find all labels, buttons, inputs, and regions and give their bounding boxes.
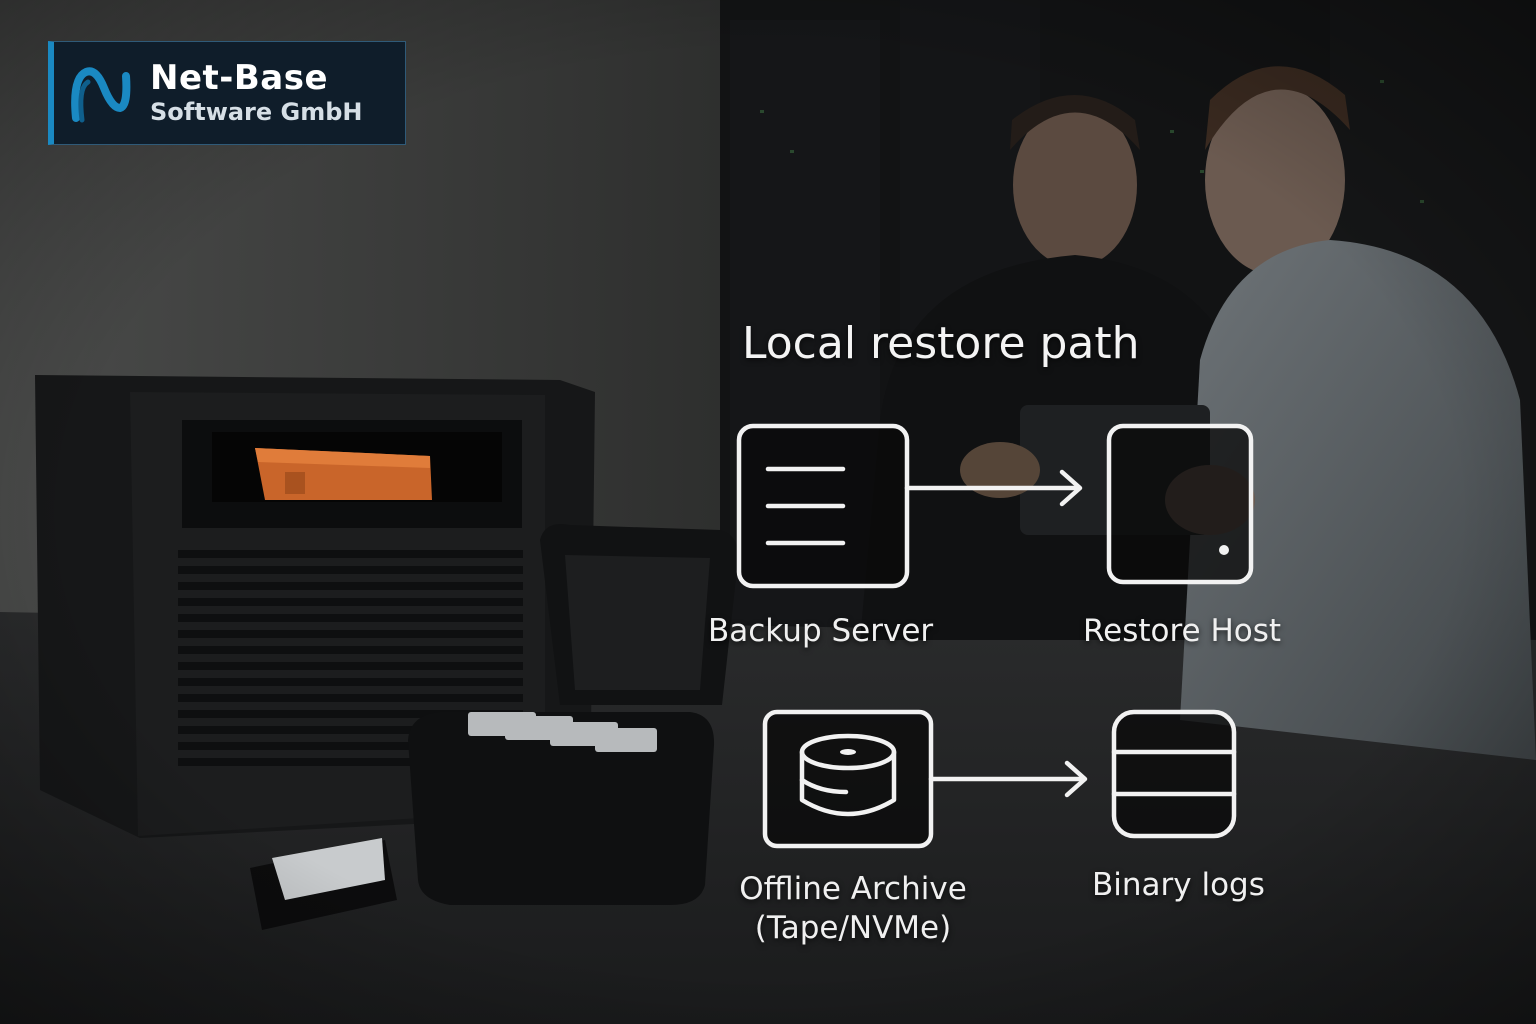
diagram-title: Local restore path bbox=[742, 318, 1140, 369]
offline-archive-label: Offline Archive (Tape/NVMe) bbox=[724, 870, 982, 948]
database-stack-icon bbox=[1111, 709, 1237, 839]
disk-cylinder-icon bbox=[762, 709, 934, 849]
restore-host-label: Restore Host bbox=[1083, 613, 1282, 649]
arrow-archive-to-logs bbox=[928, 760, 1088, 798]
document-lines-icon bbox=[736, 423, 910, 589]
logo-n-mark-icon bbox=[71, 67, 131, 123]
brand-subtitle: Software GmbH bbox=[150, 98, 363, 127]
company-logo: Net-Base Software GmbH bbox=[48, 41, 406, 145]
tablet-icon bbox=[1106, 423, 1254, 585]
brand-name: Net-Base bbox=[150, 57, 329, 98]
binary-logs-label: Binary logs bbox=[1092, 867, 1265, 903]
offline-archive-label-line2: (Tape/NVMe) bbox=[754, 909, 952, 946]
backup-server-label: Backup Server bbox=[708, 613, 934, 649]
offline-archive-label-line1: Offline Archive bbox=[739, 871, 967, 907]
arrow-backup-to-restore bbox=[904, 469, 1083, 507]
